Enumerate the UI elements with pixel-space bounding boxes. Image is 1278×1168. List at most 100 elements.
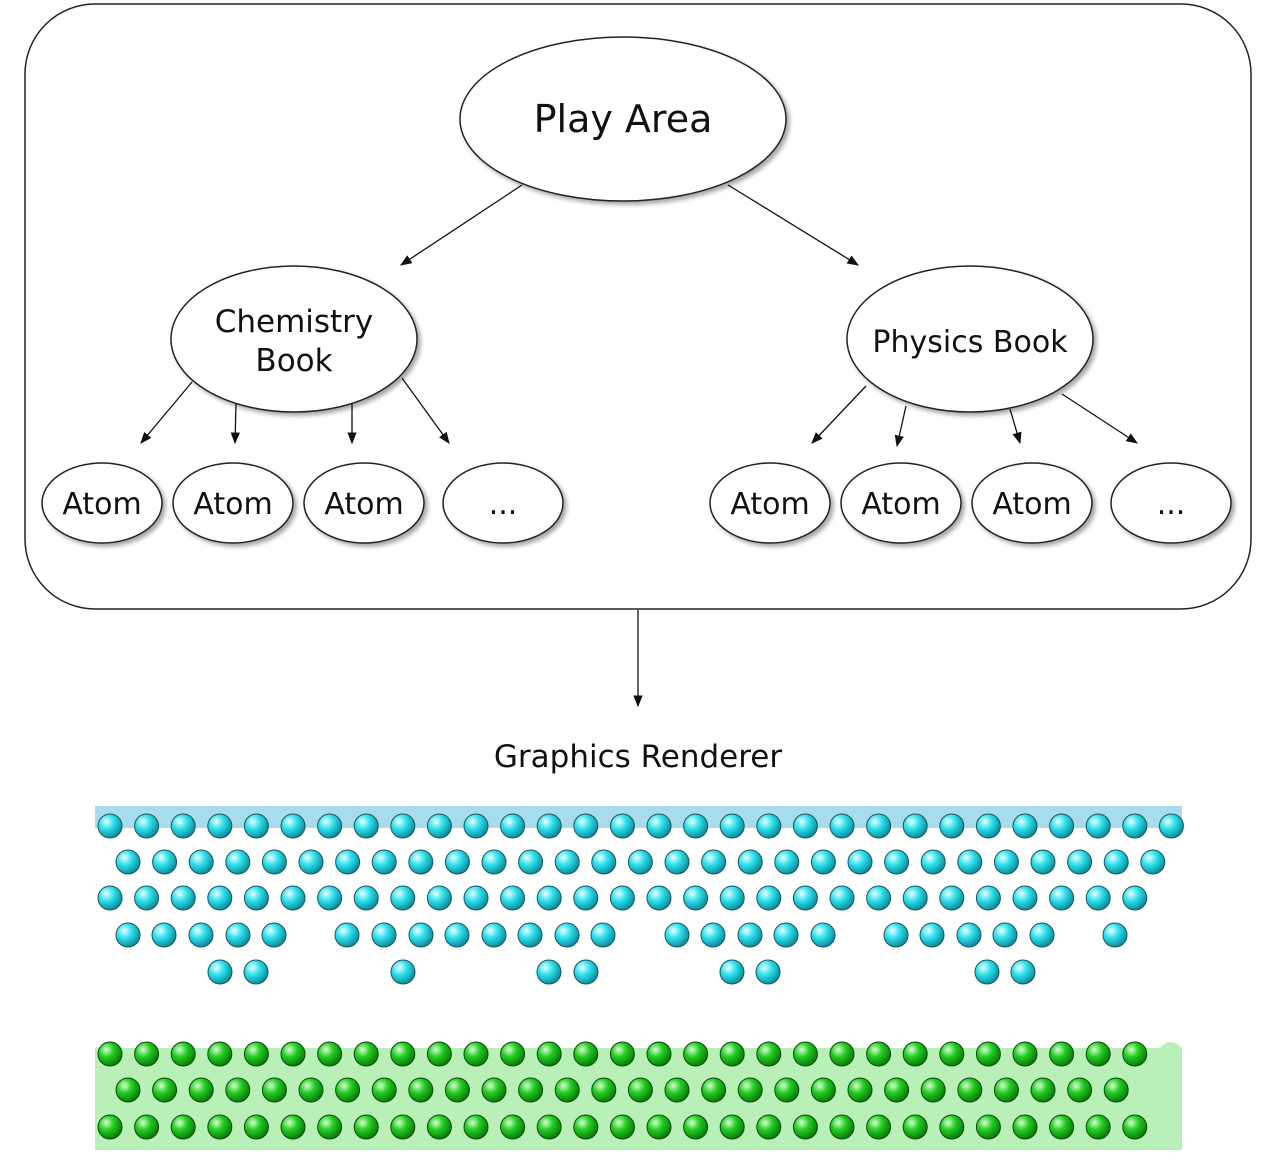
chemistry-book-label-line2: Book [255, 343, 332, 379]
particle-ball [646, 885, 672, 911]
particle-ball [371, 849, 397, 875]
particle-ball [993, 1077, 1019, 1103]
particle-ball [134, 885, 160, 911]
particle-ball [792, 1114, 818, 1140]
particle-ball [1140, 849, 1166, 875]
particle-ball [207, 1114, 233, 1140]
particle-ball [957, 1077, 983, 1103]
particle-ball [919, 922, 945, 948]
particle-ball [188, 849, 214, 875]
particle-ball [1085, 1114, 1111, 1140]
cyan-balls [97, 813, 1184, 985]
particle-ball [939, 813, 965, 839]
particle-ball [280, 1114, 306, 1140]
particle-ball [664, 922, 690, 948]
particle-ball [97, 813, 123, 839]
edge-physics-atom-1 [811, 385, 867, 444]
particle-ball [500, 885, 526, 911]
particle-ball [664, 1077, 690, 1103]
particle-ball [810, 1077, 836, 1103]
particle-ball [170, 1114, 196, 1140]
particle-ball [390, 813, 416, 839]
particle-ball [627, 1077, 653, 1103]
physics-more-atoms: ... [1110, 462, 1232, 544]
particle-ball [152, 1077, 178, 1103]
particle-ball [609, 813, 635, 839]
particle-ball [774, 849, 800, 875]
chemistry-atom-2: Atom [172, 462, 294, 544]
particle-ball [1103, 849, 1129, 875]
atom-label: Atom [62, 487, 141, 522]
particle-ball [737, 849, 763, 875]
particle-ball [974, 959, 1000, 985]
particle-ball [188, 922, 214, 948]
particle-ball [701, 1077, 727, 1103]
particle-ball [207, 1041, 233, 1067]
particle-ball [683, 885, 709, 911]
edge-chemistry-ellipsis [401, 377, 450, 444]
particle-ball [847, 849, 873, 875]
particle-ball [1158, 813, 1184, 839]
particle-ball [829, 885, 855, 911]
particle-ball [573, 885, 599, 911]
particle-ball [773, 922, 799, 948]
particle-ball [444, 1077, 470, 1103]
particle-ball [554, 922, 580, 948]
particle-ball [975, 813, 1001, 839]
particle-ball [426, 813, 452, 839]
particle-ball [518, 1077, 544, 1103]
particle-ball [408, 922, 434, 948]
particle-ball [536, 813, 562, 839]
particle-ball [207, 885, 233, 911]
particle-ball [243, 1041, 269, 1067]
particle-ball [939, 1041, 965, 1067]
particle-ball [207, 959, 233, 985]
particle-ball [243, 1114, 269, 1140]
particle-ball [719, 1114, 745, 1140]
particle-ball [298, 1077, 324, 1103]
particle-ball [317, 885, 343, 911]
particle-ball [134, 1114, 160, 1140]
atom-label: Atom [992, 487, 1071, 522]
particle-ball [590, 922, 616, 948]
particle-ball [810, 849, 836, 875]
particle-ball [353, 1041, 379, 1067]
particle-ball [573, 1041, 599, 1067]
particle-ball [170, 885, 196, 911]
particle-ball [517, 922, 543, 948]
particle-ball [1012, 1041, 1038, 1067]
edge-root-physics [727, 184, 859, 266]
particle-ball [481, 1077, 507, 1103]
particle-ball [261, 922, 287, 948]
particle-ball [866, 1041, 892, 1067]
particle-ball [390, 885, 416, 911]
particle-ball [353, 1114, 379, 1140]
atom-label: Atom [324, 487, 403, 522]
particle-ball [975, 885, 1001, 911]
particle-ball [536, 959, 562, 985]
particle-ball [920, 1077, 946, 1103]
particle-ball [719, 813, 745, 839]
particle-ball [426, 1114, 452, 1140]
particle-ball [829, 1114, 855, 1140]
particle-ball [1085, 885, 1111, 911]
particle-ball [1067, 849, 1093, 875]
edge-physics-atom-2 [894, 405, 907, 448]
particle-ball [243, 813, 269, 839]
green-balls [97, 1041, 1148, 1140]
particle-ball [1012, 813, 1038, 839]
particle-ball [390, 1114, 416, 1140]
play-area-node: Play Area [459, 36, 787, 202]
particle-ball [737, 1077, 763, 1103]
particle-ball [280, 813, 306, 839]
particle-ball [683, 1114, 709, 1140]
particle-ball [463, 885, 489, 911]
particle-ball [134, 1041, 160, 1067]
particle-ball [646, 1114, 672, 1140]
particle-ball [719, 959, 745, 985]
particle-ball [1122, 1114, 1148, 1140]
particle-ball [115, 1077, 141, 1103]
atom-label: Atom [193, 487, 272, 522]
green-particle-field [95, 1041, 1182, 1150]
